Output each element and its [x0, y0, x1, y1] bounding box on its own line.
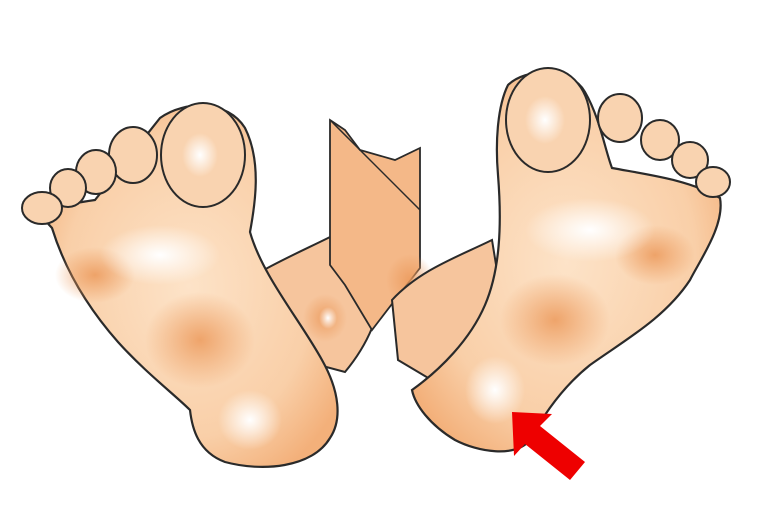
right-foot-sole: [410, 67, 731, 453]
left-toes: [21, 102, 246, 225]
left-foot-sole: [21, 102, 339, 468]
right-toes: [505, 67, 731, 198]
red-arrow-icon: [512, 412, 585, 480]
